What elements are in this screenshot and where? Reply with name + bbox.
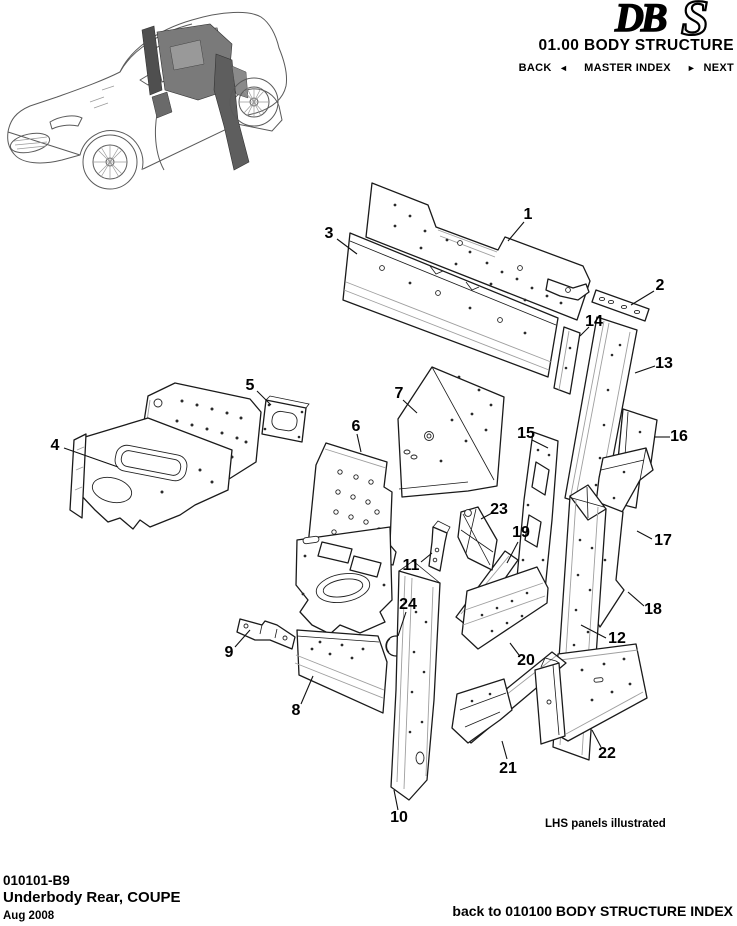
callout-2: 2 xyxy=(656,277,665,294)
back-button[interactable]: BACK ◄ xyxy=(519,62,573,74)
callout-24: 24 xyxy=(399,596,417,613)
back-label: BACK xyxy=(518,62,552,74)
callout-19: 19 xyxy=(512,524,530,541)
callout-4: 4 xyxy=(51,437,60,454)
document-title: Underbody Rear, COUPE xyxy=(3,888,181,906)
callout-23: 23 xyxy=(490,501,508,518)
callout-15: 15 xyxy=(517,425,535,442)
callout-21: 21 xyxy=(499,760,517,777)
lower-heelboard-panel-shape xyxy=(295,526,393,635)
part-20-shape xyxy=(461,566,549,650)
back-arrow-icon: ◄ xyxy=(558,63,569,73)
callout-12: 12 xyxy=(608,630,626,647)
diagram-note: LHS panels illustrated xyxy=(545,818,666,830)
master-index-button[interactable]: MASTER INDEX xyxy=(584,62,671,74)
part-21-shape xyxy=(451,657,566,745)
callout-5: 5 xyxy=(246,377,255,394)
part-23-shape xyxy=(457,506,498,571)
navigation-bar: BACK ◄ MASTER INDEX ► NEXT xyxy=(519,62,734,74)
callout-17: 17 xyxy=(654,532,672,549)
part-14-shape xyxy=(553,326,581,395)
document-number: 010101-B9 xyxy=(3,873,70,888)
callout-8: 8 xyxy=(292,702,301,719)
document-date: Aug 2008 xyxy=(3,910,55,923)
callout-6: 6 xyxy=(352,418,361,435)
callout-9: 9 xyxy=(225,644,234,661)
part-4-shape xyxy=(69,382,262,530)
part-8-shape xyxy=(294,629,388,714)
logo-db-text: DB xyxy=(614,0,667,40)
part-2-shape xyxy=(591,289,650,322)
next-button[interactable]: ► NEXT xyxy=(683,62,734,74)
car-locator-illustration xyxy=(7,11,287,190)
back-to-index-link[interactable]: back to 010100 BODY STRUCTURE INDEX xyxy=(452,903,733,919)
callout-3: 3 xyxy=(325,225,334,242)
part-3-shape xyxy=(342,232,559,378)
dbs-logo: DB S xyxy=(613,0,710,42)
callout-20: 20 xyxy=(517,652,535,669)
callout-14: 14 xyxy=(585,313,603,330)
logo-s-text: S xyxy=(681,0,709,42)
callout-1: 1 xyxy=(524,206,533,223)
footer-document-info: 010101-B9 Underbody Rear, COUPE Aug 2008 xyxy=(3,873,181,923)
part-1-shape xyxy=(365,182,591,321)
part-10-shape xyxy=(390,560,441,801)
callout-22: 22 xyxy=(598,745,616,762)
part-7-shape xyxy=(397,366,505,498)
part-11-shape xyxy=(428,520,451,572)
callout-11: 11 xyxy=(403,557,420,574)
car-highlight-panels xyxy=(141,23,250,171)
callout-18: 18 xyxy=(644,601,662,618)
car-wheels xyxy=(82,77,279,190)
part-9-shape xyxy=(236,618,296,650)
callout-10: 10 xyxy=(390,809,408,826)
page-title: 01.00 BODY STRUCTURE xyxy=(538,37,734,54)
callout-7: 7 xyxy=(395,385,404,402)
leader-lines xyxy=(63,221,670,811)
next-arrow-icon: ► xyxy=(686,63,697,73)
part-5-shape xyxy=(261,395,310,443)
part-15-shape xyxy=(516,431,559,591)
next-label: NEXT xyxy=(703,62,734,74)
callout-13: 13 xyxy=(655,355,673,372)
callout-16: 16 xyxy=(670,428,688,445)
